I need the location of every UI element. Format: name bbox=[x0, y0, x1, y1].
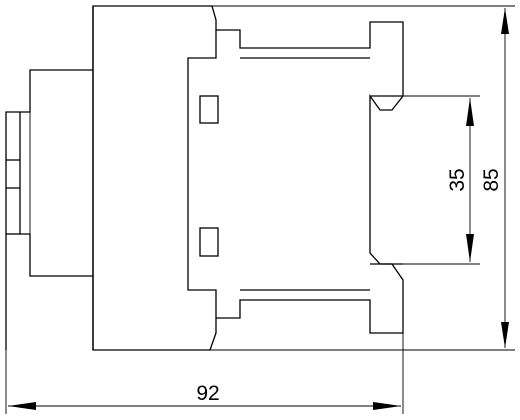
dimension-overall-width: 92 bbox=[5, 333, 404, 414]
lower-slot bbox=[199, 227, 219, 257]
left-terminal-block bbox=[5, 69, 93, 350]
rail-dimension-label: 35 bbox=[446, 168, 469, 191]
main-body bbox=[92, 5, 404, 351]
dimension-rail-height: 35 bbox=[392, 95, 480, 265]
width-dimension-label: 92 bbox=[196, 382, 219, 405]
upper-slot bbox=[199, 95, 219, 124]
height-dimension-label: 85 bbox=[480, 168, 503, 191]
dimension-overall-height: 85 bbox=[210, 5, 515, 351]
